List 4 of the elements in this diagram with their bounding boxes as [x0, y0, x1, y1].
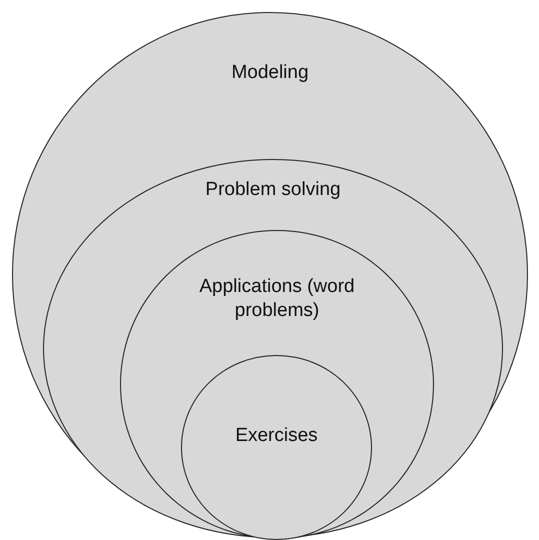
region-label: Applications (word problems) — [198, 275, 356, 323]
region-label: Modeling — [230, 61, 310, 85]
region-label: Problem solving — [204, 178, 342, 202]
region-label: Exercises — [234, 424, 319, 448]
